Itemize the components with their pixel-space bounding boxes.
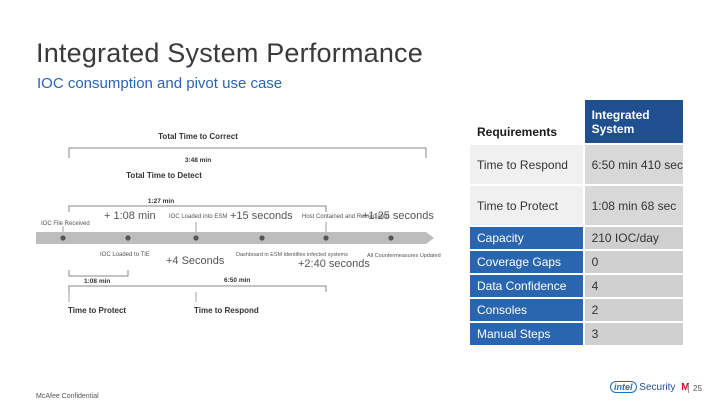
detect-bracket [68,205,327,212]
protect-bracket [68,270,129,277]
row-label: Capacity [470,227,583,249]
event-ioc-file-received: IOC File Received [41,221,90,227]
row-value: 3 [582,323,683,345]
table-row: Coverage Gaps 0 [470,251,683,273]
table-row: Time to Protect 1:08 min 68 sec [470,186,683,225]
page-number: 25 [688,384,702,393]
table-row: Consoles 2 [470,299,683,321]
total-time-to-correct-label: Total Time to Correct [158,132,238,141]
delta-2-40-seconds: +2:40 seconds [298,258,370,270]
row-label: Time to Respond [470,145,583,184]
mcafee-shield-icon: M [681,382,690,393]
delta-1-08-min: + 1:08 min [104,210,156,222]
requirements-table: Requirements Integrated System Time to R… [470,100,683,345]
row-value: 210 IOC/day [582,227,683,249]
timeline-arrow [36,232,434,244]
time-to-protect-label: Time to Protect [68,306,126,315]
table-row: Capacity 210 IOC/day [470,227,683,249]
respond-duration-label: 6:50 min [224,277,250,284]
table-row: Manual Steps 3 [470,323,683,345]
event-host-contained: Host Contained and Remediated [302,214,389,220]
delta-1-25-seconds: +1:25 seconds [362,210,434,222]
table-header-row: Requirements Integrated System [470,100,683,143]
row-label: Coverage Gaps [470,251,583,273]
row-value: 2 [582,299,683,321]
correct-duration-label: 3:48 min [185,157,211,164]
timeline-dots [60,235,394,241]
intel-security-logo: intel Security M [610,381,690,393]
event-ioc-loaded-esm-text: IOC Loaded into ESM [169,214,227,220]
row-label: Data Confidence [470,275,583,297]
row-value: 6:50 min 410 sec [582,145,683,184]
protect-duration-label: 1:08 min [84,278,110,285]
event-ioc-loaded-tie: IOC Loaded to TIE [100,252,150,258]
delta-4-seconds: +4 Seconds [166,255,225,267]
detect-duration-label: 1:27 min [148,198,174,205]
event-ioc-loaded-esm: IOC Loaded into ESM [169,214,227,220]
correct-bracket [68,147,427,158]
header-requirements: Requirements [470,100,583,143]
row-label: Consoles [470,299,583,321]
table-row: Time to Respond 6:50 min 410 sec [470,145,683,184]
slide-title: Integrated System Performance [36,38,423,68]
row-label: Manual Steps [470,323,583,345]
respond-bracket [68,285,327,292]
timeline-diagram: Total Time to Correct 3:48 min Total Tim… [36,132,441,315]
total-time-to-detect-label: Total Time to Detect [126,171,202,180]
event-dashboard-esm: Dashboard in ESM identifies infected sys… [236,252,348,258]
row-value: 0 [582,251,683,273]
slide-subtitle: IOC consumption and pivot use case [37,75,283,92]
delta-15-seconds: +15 seconds [230,210,293,222]
event-all-countermeasures: All Countermeasures Updated [367,253,441,259]
security-wordmark: Security [639,382,676,393]
row-value: 1:08 min 68 sec [582,186,683,225]
time-to-respond-label: Time to Respond [194,306,259,315]
footer-confidential: McAfee Confidential [36,393,99,400]
header-integrated-system: Integrated System [582,100,683,143]
table-row: Data Confidence 4 [470,275,683,297]
row-value: 4 [582,275,683,297]
row-label: Time to Protect [470,186,583,225]
intel-logo-mark: intel [610,381,637,393]
